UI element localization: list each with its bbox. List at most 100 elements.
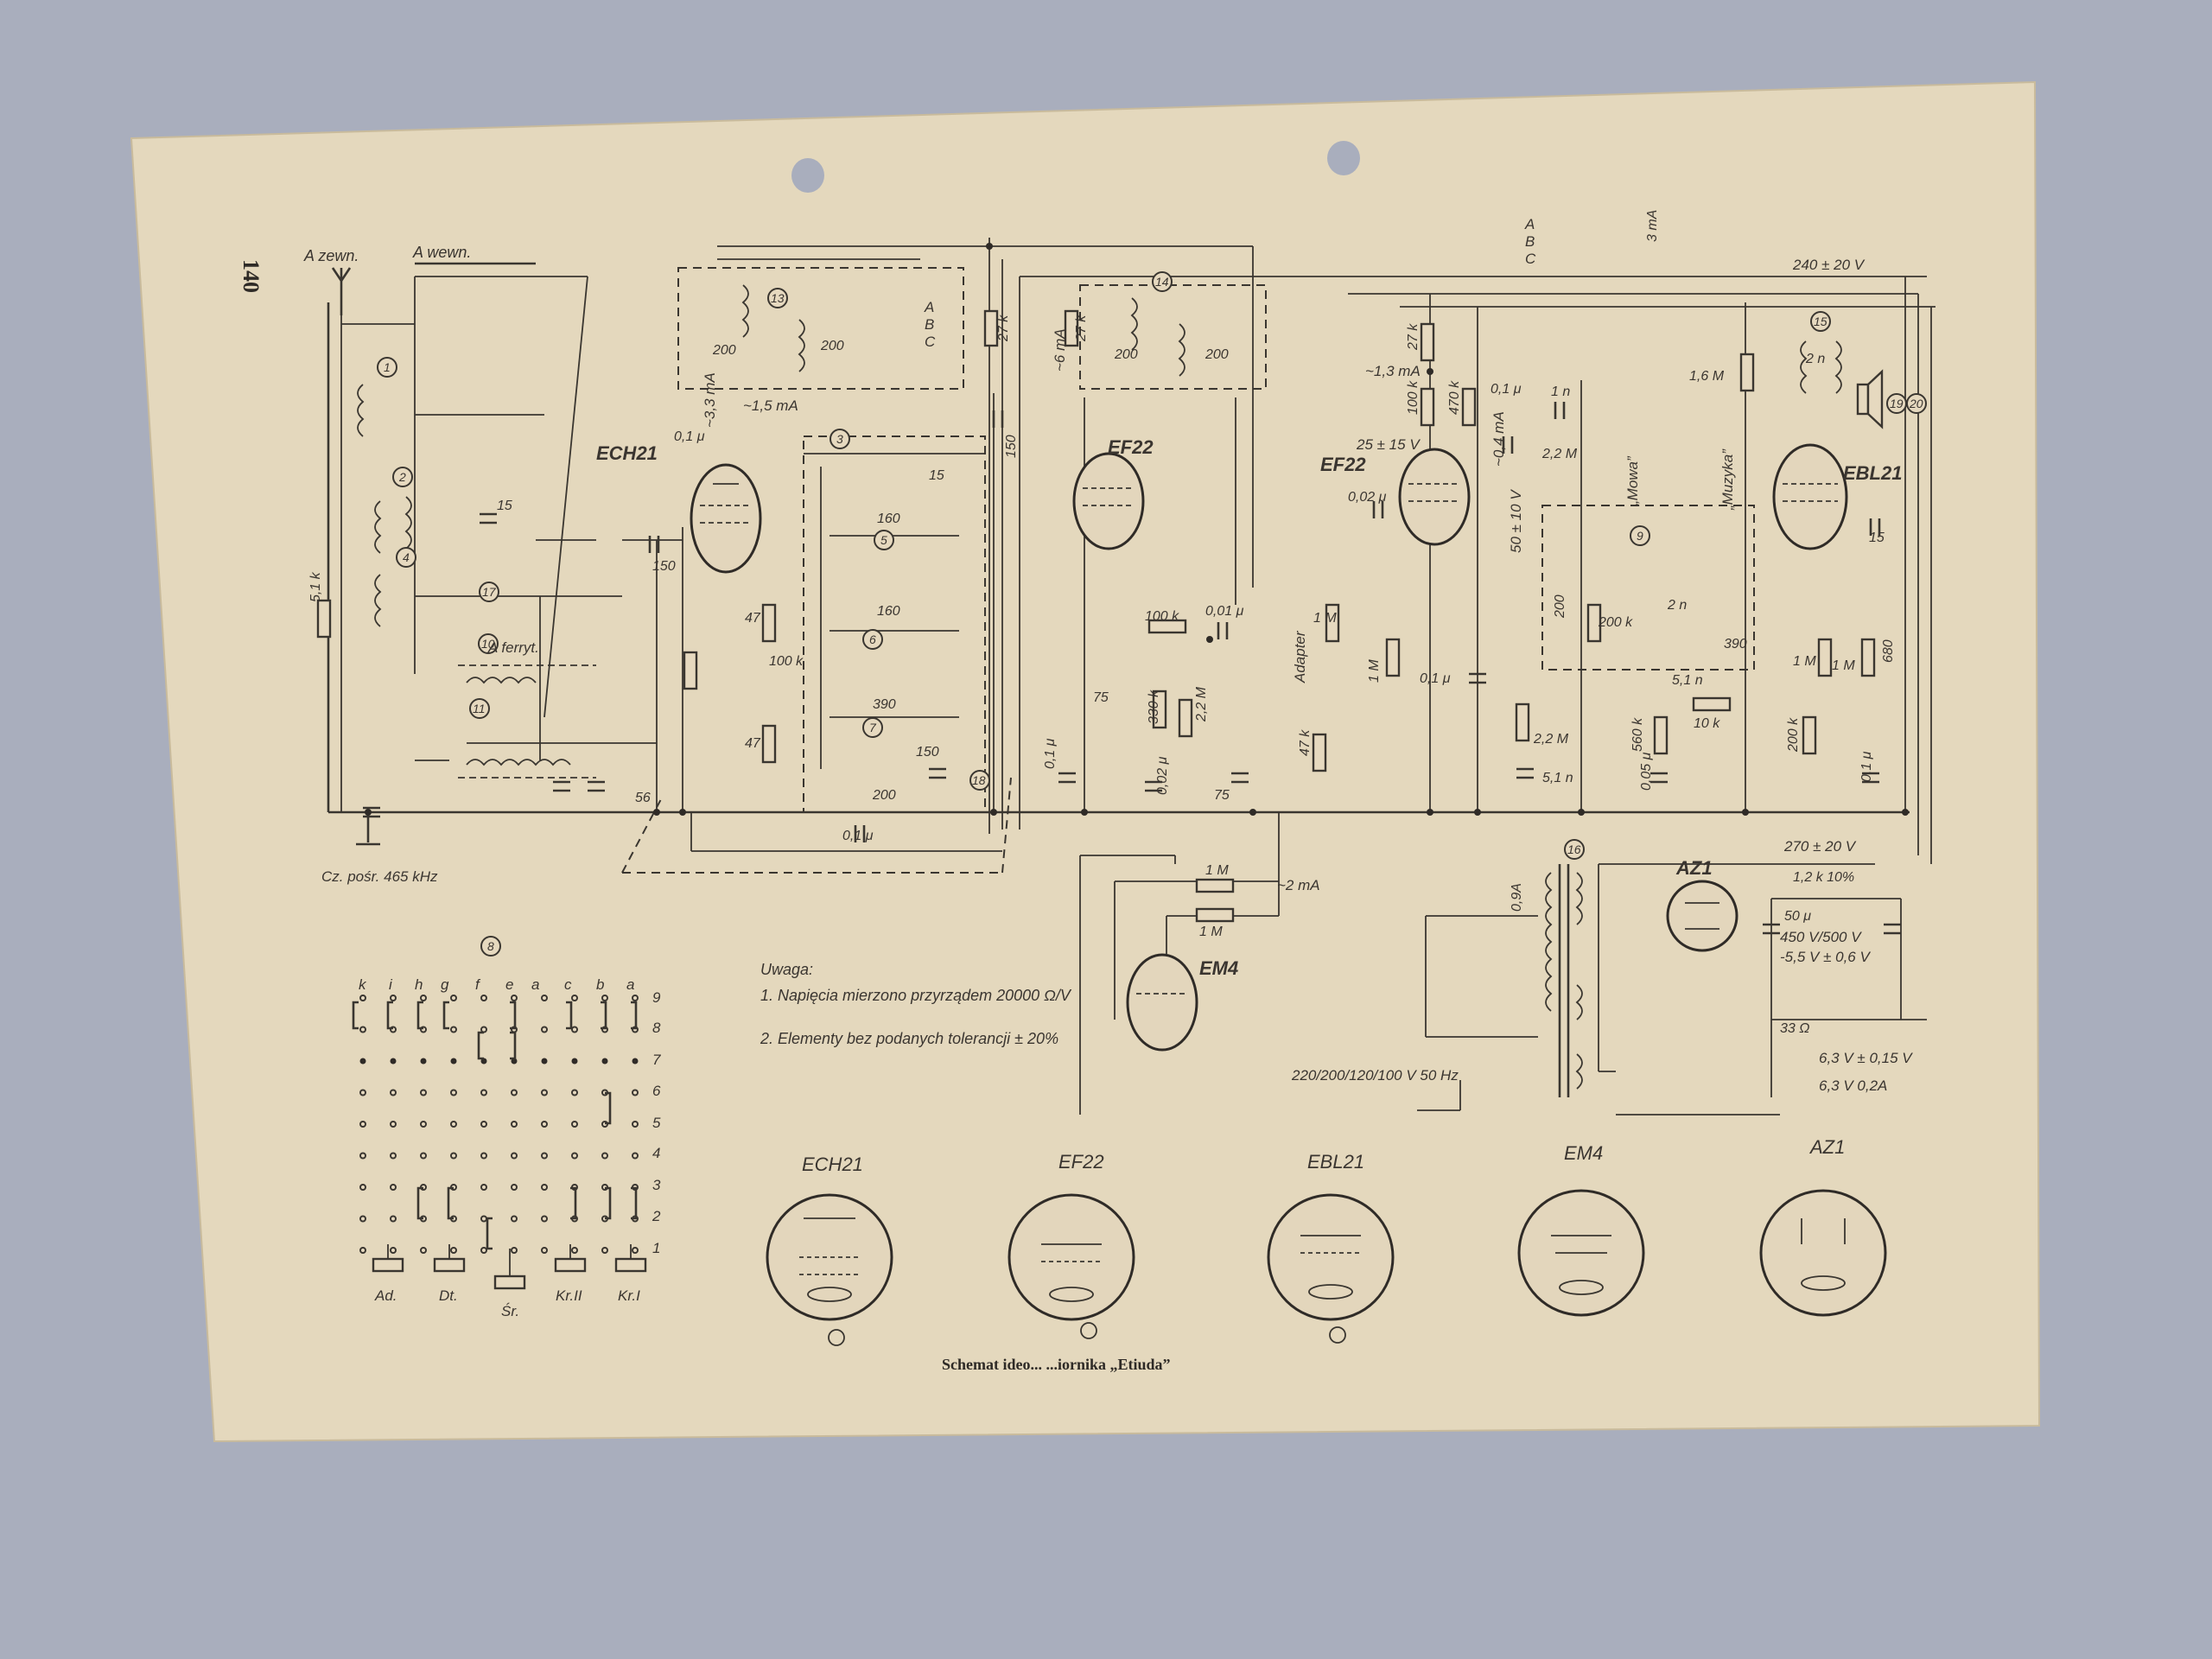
svg-text:Śr.: Śr. bbox=[501, 1303, 519, 1319]
svg-text:14: 14 bbox=[1155, 275, 1169, 289]
svg-text:9: 9 bbox=[1637, 529, 1643, 543]
svg-text:B: B bbox=[925, 316, 934, 333]
svg-text:a: a bbox=[531, 976, 539, 993]
svg-text:220/200/120/100 V 50 Hz: 220/200/120/100 V 50 Hz bbox=[1291, 1067, 1459, 1084]
svg-text:1: 1 bbox=[652, 1240, 660, 1256]
tube-ef22-if-label: EF22 bbox=[1108, 436, 1154, 458]
svg-text:B: B bbox=[1525, 233, 1535, 250]
svg-text:470 k: 470 k bbox=[1447, 380, 1462, 415]
matrix-contact bbox=[390, 995, 397, 1001]
svg-text:200: 200 bbox=[872, 788, 896, 803]
tube-az1 bbox=[1666, 880, 1738, 952]
pinout-az1 bbox=[1759, 1189, 1887, 1317]
svg-text:1,6 M: 1,6 M bbox=[1689, 369, 1725, 384]
svg-text:3: 3 bbox=[652, 1177, 661, 1193]
matrix-contact bbox=[359, 1058, 366, 1065]
matrix-contact bbox=[541, 1215, 548, 1223]
pinout-em4-label: EM4 bbox=[1564, 1142, 1603, 1164]
tube-ebl21-label: EBL21 bbox=[1843, 462, 1902, 484]
svg-text:k: k bbox=[359, 976, 367, 993]
svg-text:75: 75 bbox=[1214, 788, 1230, 803]
svg-text:50 ± 10 V: 50 ± 10 V bbox=[1508, 489, 1524, 553]
tube-em4 bbox=[1126, 953, 1198, 1052]
matrix-contact bbox=[450, 1152, 457, 1160]
matrix-contact bbox=[632, 1152, 639, 1160]
matrix-contact bbox=[541, 1121, 548, 1128]
svg-text:15: 15 bbox=[929, 468, 944, 483]
tube-az1-label: AZ1 bbox=[1675, 857, 1713, 879]
svg-text:100 k: 100 k bbox=[1145, 609, 1179, 624]
svg-text:18: 18 bbox=[972, 773, 986, 787]
svg-text:13: 13 bbox=[771, 291, 785, 305]
svg-text:i: i bbox=[389, 976, 393, 993]
switch-matrix: k i h g f e a c b a 9 8 7 6 5 4 3 2 1 bbox=[359, 976, 661, 1256]
capacitors bbox=[363, 402, 1901, 935]
svg-text:47: 47 bbox=[745, 611, 761, 626]
matrix-contact bbox=[450, 995, 457, 1001]
svg-text:0,1 μ: 0,1 μ bbox=[1420, 671, 1451, 686]
power-transformer bbox=[1545, 864, 1583, 1097]
matrix-contact bbox=[541, 1026, 548, 1033]
svg-text:2: 2 bbox=[398, 470, 406, 484]
svg-text:Adapter: Adapter bbox=[1292, 630, 1308, 683]
matrix-contact bbox=[390, 1247, 397, 1254]
matrix-contact bbox=[480, 1247, 487, 1254]
svg-text:0,9A: 0,9A bbox=[1510, 883, 1524, 912]
svg-text:~1,5 mA: ~1,5 mA bbox=[743, 397, 798, 414]
reference-circles bbox=[377, 271, 1927, 957]
matrix-contact bbox=[450, 1058, 457, 1065]
diagram-caption: Schemat ideo... ...iornika „Etiuda” bbox=[942, 1356, 1171, 1373]
svg-text:390: 390 bbox=[873, 697, 896, 712]
matrix-contact bbox=[480, 1215, 487, 1223]
svg-text:~6 mA: ~6 mA bbox=[1052, 328, 1068, 372]
matrix-contact bbox=[420, 1152, 427, 1160]
matrix-contact bbox=[571, 1089, 578, 1096]
svg-text:3 mA: 3 mA bbox=[1645, 210, 1660, 242]
svg-text:b: b bbox=[596, 976, 604, 993]
svg-text:-5,5 V ± 0,6 V: -5,5 V ± 0,6 V bbox=[1780, 949, 1871, 965]
svg-text:c: c bbox=[564, 976, 572, 993]
note-1: 1. Napięcia mierzono przyrządem 20000 Ω/… bbox=[760, 987, 1072, 1004]
matrix-contact bbox=[541, 1058, 548, 1065]
matrix-contact bbox=[359, 1026, 366, 1033]
svg-text:C: C bbox=[925, 334, 936, 350]
svg-text:27 k: 27 k bbox=[1074, 315, 1089, 342]
svg-text:„Muzyka”: „Muzyka” bbox=[1719, 448, 1736, 511]
matrix-contact bbox=[450, 1121, 457, 1128]
svg-text:1 M: 1 M bbox=[1205, 863, 1229, 878]
component-values: 27 k 27 k 3 mA 100 k 0,01 μ 75 330 k 2,2… bbox=[308, 210, 1896, 1036]
matrix-contact bbox=[541, 1152, 548, 1160]
tube-ef22-af-label: EF22 bbox=[1320, 454, 1366, 475]
svg-text:25 ± 15 V: 25 ± 15 V bbox=[1356, 436, 1421, 453]
matrix-contact bbox=[601, 1152, 608, 1160]
matrix-contact bbox=[632, 1247, 639, 1254]
pinout-ech21 bbox=[766, 1193, 893, 1346]
svg-text:a: a bbox=[626, 976, 634, 993]
matrix-contact bbox=[390, 1215, 397, 1223]
svg-text:19: 19 bbox=[1890, 397, 1904, 410]
svg-text:150: 150 bbox=[1004, 435, 1019, 458]
svg-text:0,01 μ: 0,01 μ bbox=[1205, 604, 1244, 619]
svg-text:150: 150 bbox=[916, 745, 939, 760]
matrix-contact bbox=[359, 1152, 366, 1160]
matrix-contact bbox=[390, 1121, 397, 1128]
svg-text:e: e bbox=[505, 976, 513, 993]
matrix-contact bbox=[632, 995, 639, 1001]
pinout-em4 bbox=[1517, 1189, 1645, 1317]
svg-text:200: 200 bbox=[1205, 347, 1229, 362]
matrix-contact bbox=[420, 1058, 427, 1065]
svg-text:4: 4 bbox=[652, 1145, 660, 1161]
svg-text:10 k: 10 k bbox=[1694, 716, 1720, 731]
matrix-contact bbox=[359, 995, 366, 1001]
svg-text:2 n: 2 n bbox=[1667, 598, 1687, 613]
svg-text:27 k: 27 k bbox=[996, 315, 1011, 342]
matrix-contact bbox=[420, 995, 427, 1001]
tube-ebl21 bbox=[1772, 443, 1848, 550]
paper-sheet bbox=[130, 80, 2041, 1443]
svg-text:100 k: 100 k bbox=[1406, 380, 1421, 415]
svg-text:7: 7 bbox=[869, 721, 877, 734]
svg-text:5,1 n: 5,1 n bbox=[1542, 771, 1573, 785]
svg-text:f: f bbox=[475, 976, 481, 993]
svg-text:10: 10 bbox=[481, 637, 495, 651]
